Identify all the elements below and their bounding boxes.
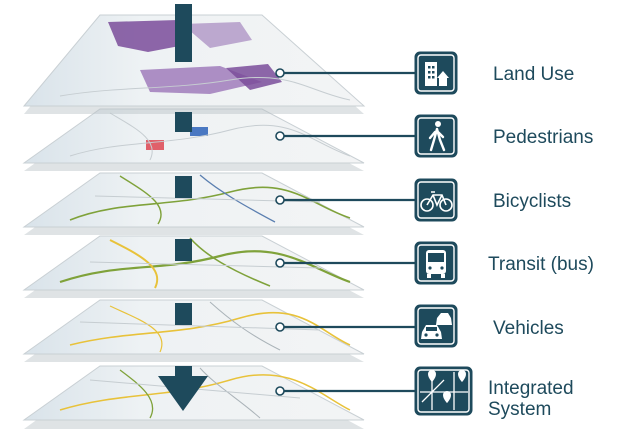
pedestrian-icon [414, 114, 458, 158]
connector-node [275, 258, 285, 268]
connector-node [275, 195, 285, 205]
connector-node [275, 322, 285, 332]
map-layer-bicyclists [22, 172, 365, 235]
map-layer-transit [22, 235, 365, 298]
map-layer-vehicles [22, 299, 365, 362]
building-house-icon [414, 51, 458, 95]
layer-row-bicyclists: Bicyclists [275, 178, 571, 222]
connector-node [275, 131, 285, 141]
layer-row-transit: Transit (bus) [275, 241, 594, 285]
flow-arrow [158, 4, 208, 411]
layer-label-land-use: Land Use [493, 64, 574, 85]
layer-row-pedestrians: Pedestrians [275, 114, 593, 158]
layer-label-integrated-line2: System [488, 399, 551, 420]
layer-row-vehicles: Vehicles [275, 304, 564, 348]
layer-label-transit: Transit (bus) [488, 254, 594, 275]
map-layer-pedestrians [22, 108, 365, 171]
connector-node [275, 68, 285, 78]
layer-rows: Land Use Pedestrians [275, 51, 594, 420]
layer-row-land-use: Land Use [275, 51, 574, 95]
layer-label-bicyclists: Bicyclists [493, 191, 571, 212]
layer-row-integrated: Integrated System [275, 366, 574, 420]
layer-label-integrated: Integrated [488, 378, 574, 399]
map-layer-land-use [22, 14, 366, 114]
layer-label-pedestrians: Pedestrians [493, 127, 593, 148]
bicycle-icon [414, 178, 458, 222]
connector-node [275, 386, 285, 396]
map-pins-icon [414, 366, 473, 416]
layer-label-vehicles: Vehicles [493, 318, 564, 339]
map-layer-integrated [22, 365, 365, 429]
cars-icon [414, 304, 458, 348]
bus-icon [414, 241, 458, 285]
